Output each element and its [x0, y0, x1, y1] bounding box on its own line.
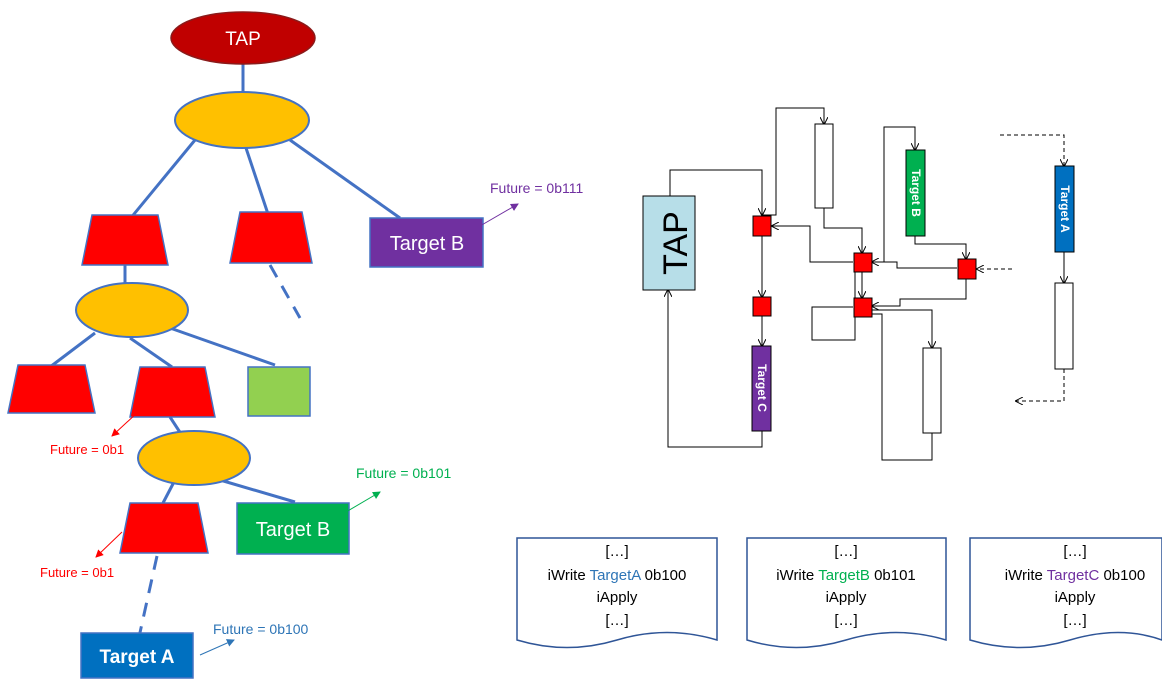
future-red-2-arrow: [95, 531, 123, 558]
doc-3-line1: […]: [1063, 543, 1086, 560]
chain-target-a: Target A: [1054, 165, 1075, 253]
chain-wires: [668, 107, 1064, 461]
tree-trapezoid-5: [119, 502, 209, 554]
doc-3-line4: […]: [1063, 612, 1086, 629]
future-red-1-label: Future = 0b1: [50, 442, 124, 457]
mux-4: [853, 297, 873, 318]
future-b-purple-arrow: [479, 203, 519, 227]
future-a-label: Future = 0b100: [213, 621, 309, 637]
future-red-1-arrow: [111, 411, 139, 437]
doc-1-line1: […]: [605, 543, 628, 560]
chain-target-c-label: Target C: [755, 364, 769, 412]
mux-1: [752, 215, 772, 237]
tree-trapezoid-4: [129, 366, 216, 418]
chain-tap-box: TAP: [642, 195, 696, 291]
doc-2-line2: iWrite TargetB 0b101: [776, 567, 916, 584]
future-red-2-label: Future = 0b1: [40, 565, 114, 580]
doc-2-line3: iApply: [826, 589, 867, 606]
doc-1-line4: […]: [605, 612, 628, 629]
doc-card-3: […] iWrite TargetC 0b100 iApply […]: [969, 537, 1162, 649]
chain-cell-2: [922, 347, 942, 434]
mux-5: [957, 258, 977, 280]
chain-target-b-label: Target B: [909, 169, 923, 217]
tree-trapezoid-2: [229, 211, 313, 264]
future-a-arrow: [199, 639, 235, 656]
chain-target-c: Target C: [751, 345, 772, 432]
tree-node-2: [75, 282, 189, 338]
tree-trapezoid-1: [81, 214, 169, 266]
tree-target-b-green-label: Target B: [256, 519, 330, 541]
doc-card-2: […] iWrite TargetB 0b101 iApply […]: [746, 537, 947, 649]
tree-target-a: Target A: [80, 632, 194, 679]
tree-target-b-purple: Target B: [369, 217, 484, 268]
tree-edges: [49, 62, 401, 647]
tree-target-b-green: Target B: [236, 502, 350, 555]
mux-2: [752, 296, 772, 317]
doc-1-line2: iWrite TargetA 0b100: [548, 567, 687, 584]
tree-target-b-purple-label: Target B: [390, 233, 464, 255]
doc-3-line2: iWrite TargetC 0b100: [1005, 567, 1145, 584]
chain-dashed-wires: [977, 134, 1064, 401]
doc-1-line3: iApply: [597, 589, 638, 606]
tree-root-label: TAP: [225, 29, 261, 50]
doc-2-line4: […]: [834, 612, 857, 629]
tree-target-a-label: Target A: [100, 647, 175, 668]
chain-cell-1: [814, 123, 834, 209]
tree-root-node: TAP: [170, 11, 316, 65]
chain-muxes: [752, 215, 977, 318]
tree-trapezoid-3: [7, 364, 96, 414]
doc-3-line3: iApply: [1055, 589, 1096, 606]
chain-target-b: Target B: [905, 149, 926, 237]
future-b-green-label: Future = 0b101: [356, 465, 452, 481]
chain-cell-3: [1054, 282, 1074, 370]
future-b-green-arrow: [345, 491, 381, 513]
mux-3: [853, 252, 873, 273]
doc-card-1: […] iWrite TargetA 0b100 iApply […]: [516, 537, 718, 649]
chain-tap-label: TAP: [657, 211, 695, 275]
chain-target-a-label: Target A: [1058, 185, 1072, 233]
future-b-purple-label: Future = 0b111: [490, 180, 583, 196]
doc-2-line1: […]: [834, 543, 857, 560]
tree-node-1: [174, 91, 310, 149]
tree-node-3: [137, 430, 251, 486]
tree-green-square: [247, 366, 311, 417]
